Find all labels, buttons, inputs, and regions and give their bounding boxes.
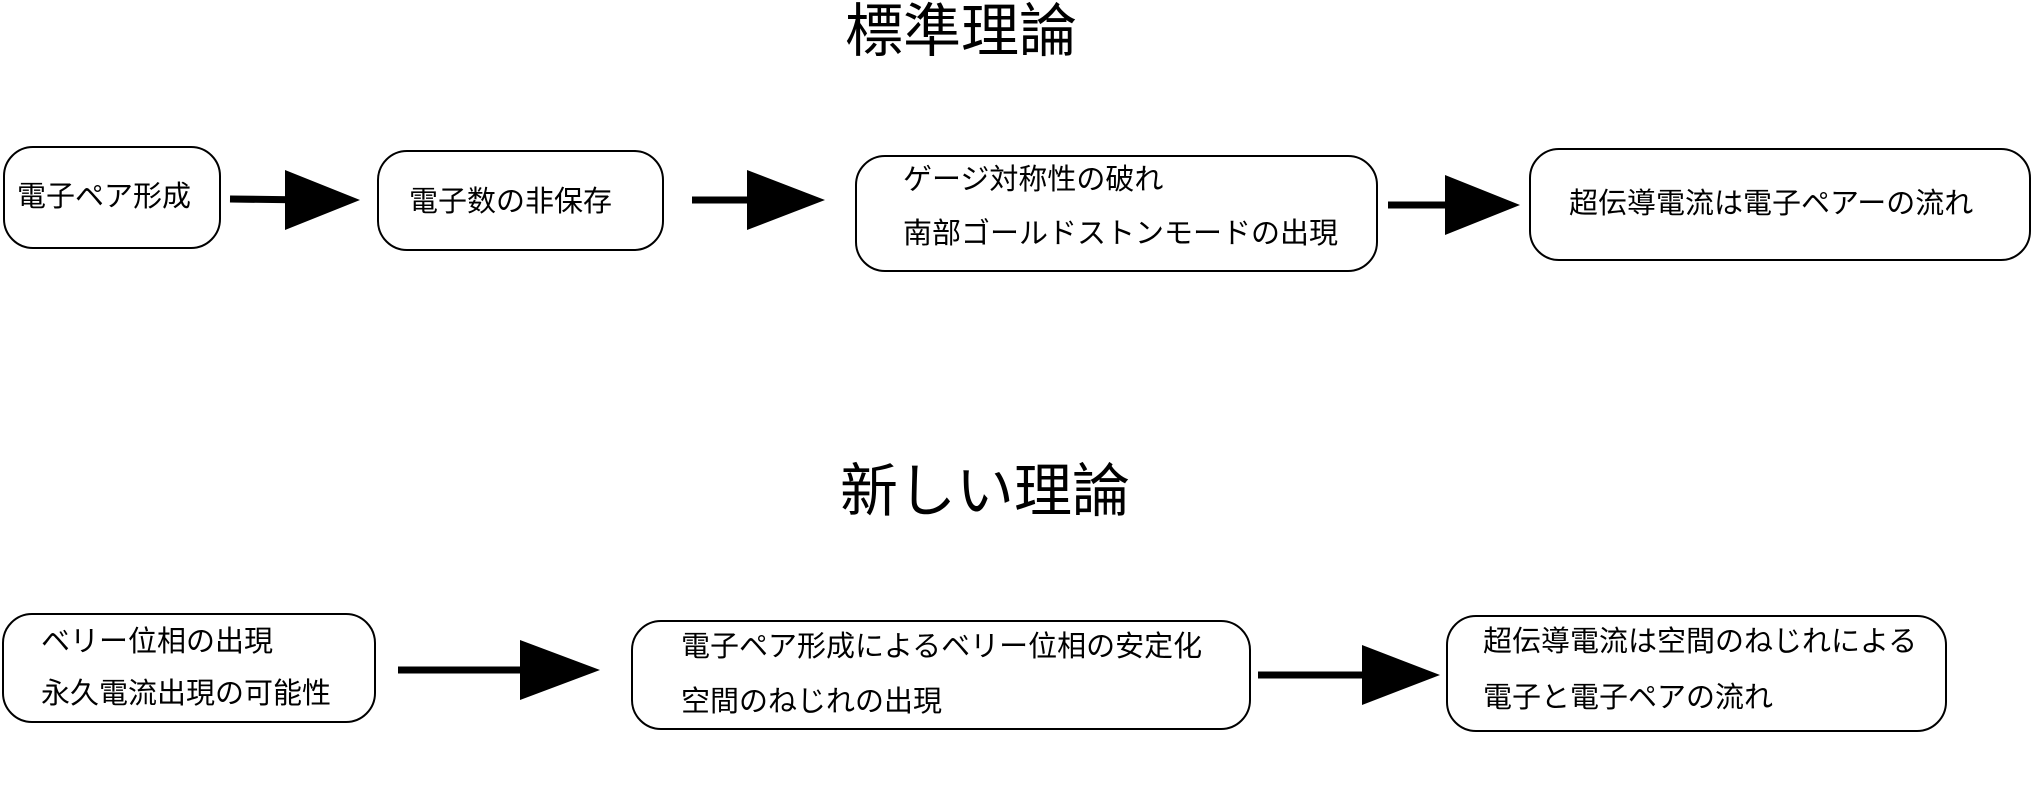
- box-label-line-2: 永久電流出現の可能性: [41, 676, 332, 710]
- berry-phase-stabilization-box: 電子ペア形成によるベリー位相の安定化 空間のねじれの出現: [631, 620, 1251, 730]
- arrow-4: [398, 640, 600, 700]
- electron-pair-formation-box: 電子ペア形成: [3, 146, 221, 249]
- supercurrent-space-twist-box: 超伝導電流は空間のねじれによる 電子と電子ペアの流れ: [1446, 615, 1947, 732]
- arrow-5: [1258, 645, 1440, 705]
- box-label-line-1: ベリー位相の出現: [41, 624, 274, 658]
- electron-number-nonconservation-box: 電子数の非保存: [377, 150, 664, 251]
- box-label-line-1: 電子ペア形成によるベリー位相の安定化: [681, 629, 1203, 663]
- box-label: 電子数の非保存: [409, 184, 613, 218]
- berry-phase-emergence-box: ベリー位相の出現 永久電流出現の可能性: [2, 613, 376, 723]
- box-label-line-1: 超伝導電流は空間のねじれによる: [1483, 624, 1918, 658]
- standard-theory-title: 標準理論: [845, 0, 1078, 65]
- arrow-1: [229, 170, 360, 230]
- box-label: 超伝導電流は電子ペアーの流れ: [1569, 186, 1974, 220]
- gauge-symmetry-breaking-box: ゲージ対称性の破れ 南部ゴールドストンモードの出現: [855, 155, 1378, 272]
- arrow-3: [1388, 175, 1520, 235]
- box-label-line-2: 電子と電子ペアの流れ: [1483, 680, 1774, 714]
- new-theory-title: 新しい理論: [840, 457, 1131, 525]
- arrow-2: [692, 170, 825, 230]
- box-label: 電子ペア形成: [17, 179, 192, 213]
- box-label-line-2: 南部ゴールドストンモードの出現: [903, 216, 1339, 250]
- box-label-line-1: ゲージ対称性の破れ: [903, 162, 1164, 196]
- box-label-line-2: 空間のねじれの出現: [681, 684, 943, 718]
- supercurrent-pair-flow-box: 超伝導電流は電子ペアーの流れ: [1529, 148, 2031, 261]
